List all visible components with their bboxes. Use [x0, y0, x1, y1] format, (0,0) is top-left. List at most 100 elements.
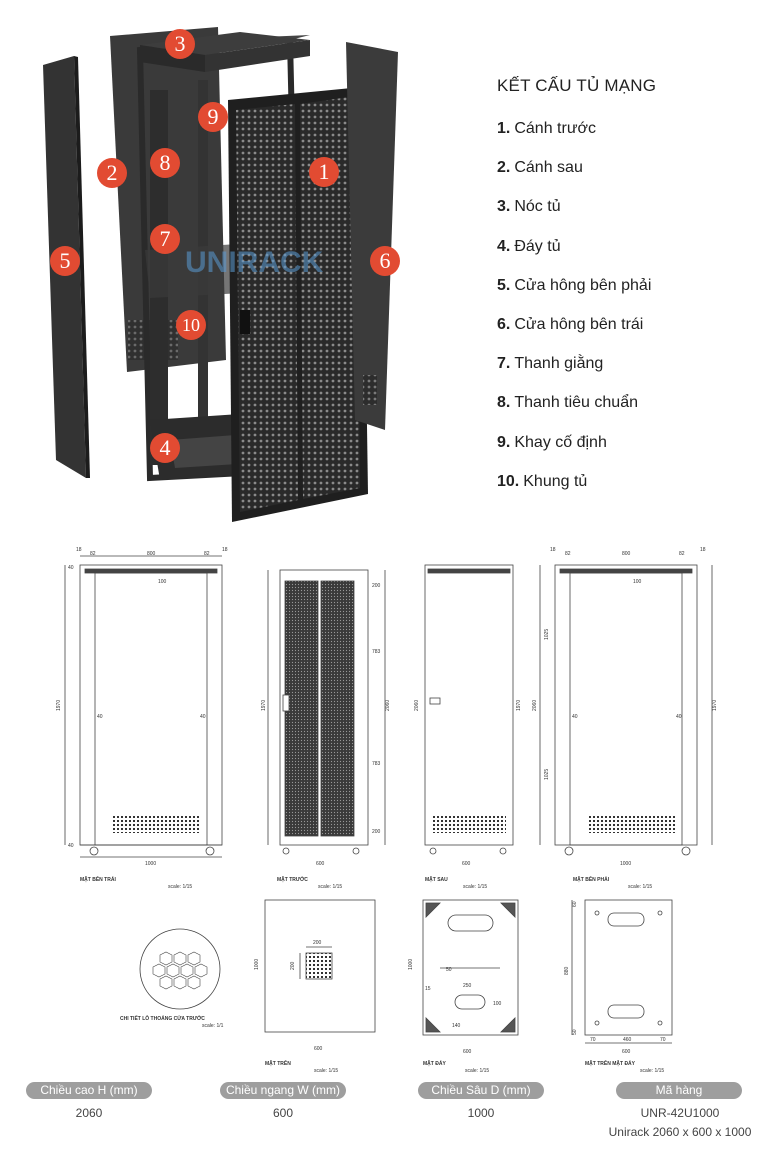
- svg-text:100: 100: [493, 1001, 502, 1007]
- legend-item: 10.Khung tủ: [497, 472, 588, 490]
- legend-item: 6.Cửa hông bên trái: [497, 315, 644, 333]
- legend-item: 5.Cửa hông bên phải: [497, 276, 652, 294]
- svg-text:1000: 1000: [145, 861, 156, 867]
- svg-text:18: 18: [222, 547, 228, 553]
- svg-text:82: 82: [204, 551, 210, 557]
- svg-text:70: 70: [590, 1037, 596, 1043]
- svg-text:40: 40: [68, 565, 74, 571]
- callout-1: 1: [309, 157, 339, 187]
- svg-text:200: 200: [372, 583, 381, 589]
- svg-text:50: 50: [572, 1029, 578, 1035]
- svg-text:scale: 1/15: scale: 1/15: [465, 1068, 489, 1074]
- svg-text:scale: 1/15: scale: 1/15: [314, 1068, 338, 1074]
- svg-text:82: 82: [679, 551, 685, 557]
- svg-text:MẶT TRƯỚC: MẶT TRƯỚC: [277, 875, 308, 883]
- top-view: [264, 899, 376, 1033]
- svg-text:1000: 1000: [620, 861, 631, 867]
- svg-text:140: 140: [452, 1023, 461, 1029]
- front-view: [267, 569, 386, 855]
- svg-text:scale: 1/15: scale: 1/15: [640, 1068, 664, 1074]
- legend-list: 1.Cánh trước 2.Cánh sau 3.Nóc tủ 4.Đáy t…: [497, 120, 651, 512]
- watermark-text: UNIRACK: [185, 246, 324, 279]
- svg-text:200: 200: [290, 961, 296, 970]
- svg-text:MẶT SAU: MẶT SAU: [425, 876, 448, 883]
- svg-text:MẶT TRÊN MẶT ĐÁY: MẶT TRÊN MẶT ĐÁY: [585, 1059, 636, 1067]
- legend-item: 2.Cánh sau: [497, 159, 583, 177]
- spec-height-value: 2060: [75, 1106, 103, 1120]
- left-side-panel: [346, 42, 398, 430]
- svg-text:40: 40: [68, 843, 74, 849]
- svg-text:800: 800: [147, 551, 156, 557]
- svg-text:1970: 1970: [516, 700, 522, 711]
- spec-depth-label: Chiều Sâu D (mm): [418, 1082, 544, 1099]
- callout-10: 10: [176, 310, 206, 340]
- spec-depth-value: 1000: [467, 1106, 495, 1120]
- rear-view: [424, 564, 514, 855]
- spec-width-value: 600: [272, 1106, 294, 1120]
- svg-text:1025: 1025: [544, 629, 550, 640]
- svg-text:40: 40: [676, 714, 682, 720]
- svg-text:CHI TIẾT LỖ THOÁNG CỬA TRƯỚC: CHI TIẾT LỖ THOÁNG CỬA TRƯỚC: [120, 1014, 205, 1022]
- legend-item: 4.Đáy tủ: [497, 237, 561, 255]
- svg-text:2060: 2060: [532, 700, 538, 711]
- svg-text:1000: 1000: [408, 959, 414, 970]
- left-view: [64, 555, 223, 858]
- svg-text:800: 800: [622, 551, 631, 557]
- svg-text:50: 50: [446, 967, 452, 973]
- svg-text:100: 100: [633, 579, 642, 585]
- vent-detail: [139, 928, 221, 1010]
- technical-drawings: 18 82 800 82 18 40 100 1970 40 40 40 100…: [56, 547, 718, 1074]
- svg-text:783: 783: [372, 649, 381, 655]
- callout-2: 2: [97, 158, 127, 188]
- svg-text:200: 200: [372, 829, 381, 835]
- svg-text:scale: 1/1: scale: 1/1: [202, 1023, 224, 1029]
- legend-item: 3.Nóc tủ: [497, 198, 561, 216]
- svg-text:460: 460: [623, 1037, 632, 1043]
- legend-item: 1.Cánh trước: [497, 120, 597, 137]
- svg-text:1970: 1970: [712, 700, 718, 711]
- spec-code-value: UNR-42U1000: [640, 1106, 720, 1120]
- svg-text:70: 70: [660, 1037, 666, 1043]
- spec-code-label: Mã hàng: [616, 1082, 742, 1099]
- svg-text:15: 15: [425, 986, 431, 992]
- svg-text:250: 250: [463, 983, 472, 989]
- svg-text:600: 600: [463, 1049, 472, 1055]
- callout-5: 5: [50, 246, 80, 276]
- legend-item: 9.Khay cố định: [497, 433, 607, 451]
- svg-text:40: 40: [200, 714, 206, 720]
- spec-code-description: Unirack 2060 x 600 x 1000: [608, 1125, 752, 1139]
- svg-text:1000: 1000: [254, 959, 260, 970]
- svg-text:scale: 1/15: scale: 1/15: [318, 884, 342, 890]
- svg-text:1970: 1970: [56, 700, 62, 711]
- spec-width-label: Chiều ngang W (mm): [220, 1082, 346, 1099]
- callout-8: 8: [150, 148, 180, 178]
- svg-text:60: 60: [572, 901, 578, 907]
- svg-text:100: 100: [158, 579, 167, 585]
- svg-text:MẶT TRÊN: MẶT TRÊN: [265, 1059, 291, 1067]
- svg-text:600: 600: [316, 861, 325, 867]
- svg-text:82: 82: [565, 551, 571, 557]
- svg-text:600: 600: [622, 1049, 631, 1055]
- callout-3: 3: [165, 29, 195, 59]
- svg-text:600: 600: [314, 1046, 323, 1052]
- svg-text:783: 783: [372, 761, 381, 767]
- legend-item: 8.Thanh tiêu chuẩn: [497, 394, 638, 412]
- svg-text:600: 600: [462, 861, 471, 867]
- spec-height-label: Chiều cao H (mm): [26, 1082, 152, 1099]
- legend-title: KẾT CẤU TỦ MẠNG: [497, 76, 657, 95]
- callout-6: 6: [370, 246, 400, 276]
- svg-text:18: 18: [550, 547, 556, 553]
- right-view: [539, 564, 713, 856]
- bottom-view: [422, 899, 519, 1036]
- svg-text:82: 82: [90, 551, 96, 557]
- callout-4: 4: [150, 433, 180, 463]
- svg-text:1025: 1025: [544, 769, 550, 780]
- svg-text:18: 18: [76, 547, 82, 553]
- base-top-view: [571, 899, 673, 1044]
- svg-text:18: 18: [700, 547, 706, 553]
- svg-text:40: 40: [97, 714, 103, 720]
- svg-text:scale: 1/15: scale: 1/15: [168, 884, 192, 890]
- svg-text:1970: 1970: [261, 700, 267, 711]
- svg-text:MẶT BÊN PHẢI: MẶT BÊN PHẢI: [573, 875, 610, 883]
- svg-text:2060: 2060: [414, 700, 420, 711]
